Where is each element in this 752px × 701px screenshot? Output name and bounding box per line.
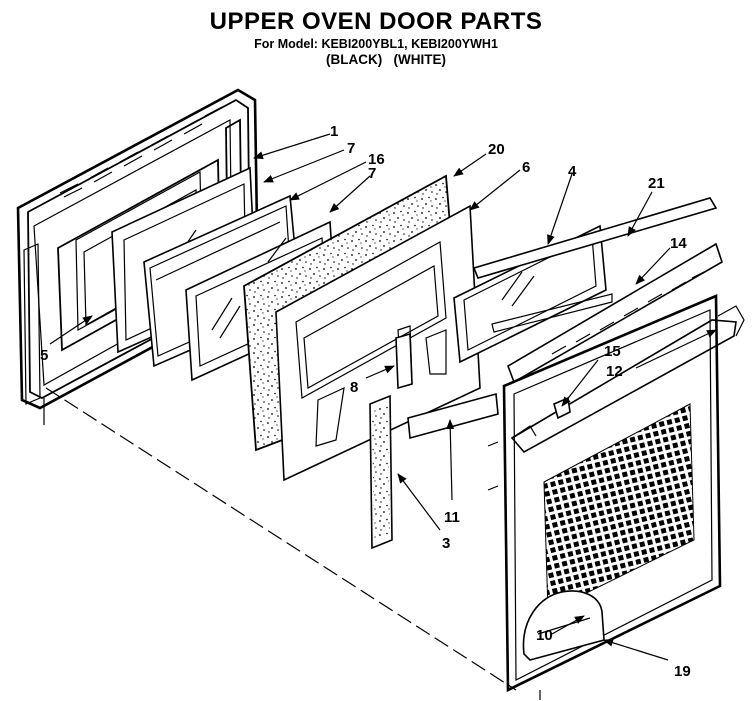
color-black-label: (BLACK)	[326, 52, 383, 67]
callout-20: 20	[488, 141, 505, 158]
color-white-label: (WHITE)	[393, 52, 446, 67]
handle-12	[510, 305, 745, 454]
outer-panel-19	[502, 294, 722, 700]
callout-11: 11	[444, 509, 460, 526]
vent-strip-14	[507, 242, 723, 384]
callout-labels: 1 7 16 7 20 6 4 21 14 5 8 15 12 11 3 10 …	[40, 123, 691, 680]
model-numbers: For Model: KEBI200YBL1, KEBI200YWH1	[254, 37, 498, 51]
callout-5: 5	[40, 347, 48, 364]
callout-4: 4	[568, 163, 577, 180]
callout-7-lower: 7	[368, 165, 376, 182]
side-strip-3	[369, 394, 393, 550]
callout-15: 15	[604, 343, 621, 360]
callout-6: 6	[522, 159, 530, 176]
leader-lines	[49, 133, 717, 661]
callout-10: 10	[536, 627, 553, 644]
callout-1: 1	[330, 123, 338, 140]
callout-14: 14	[670, 235, 687, 252]
frame-slots	[59, 106, 223, 198]
callout-19: 19	[674, 663, 691, 680]
diagram-title: UPPER OVEN DOOR PARTS	[209, 8, 543, 35]
callout-21: 21	[648, 175, 665, 192]
top-trim-21	[472, 197, 718, 279]
callout-3: 3	[442, 535, 450, 552]
glass-window-4	[453, 224, 613, 364]
clip-8	[395, 332, 413, 390]
callout-12: 12	[606, 363, 623, 380]
callout-8: 8	[350, 379, 358, 396]
color-variants: (BLACK) (WHITE)	[326, 52, 446, 67]
callout-16: 16	[368, 151, 385, 168]
callout-7-upper: 7	[347, 140, 355, 157]
bottom-trim-11	[407, 392, 499, 440]
alignment-lines	[45, 387, 517, 691]
